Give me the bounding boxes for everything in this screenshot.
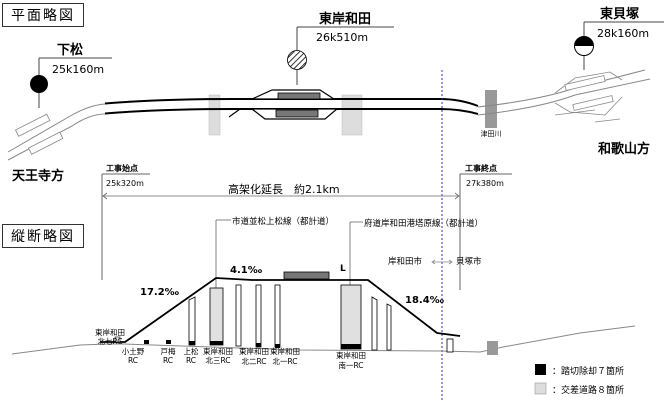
crossing-label: 東岸和田 — [239, 346, 269, 356]
gradient-label: 18.4‰ — [405, 295, 445, 306]
platform-outline — [564, 75, 606, 91]
double-arrow-icon — [431, 259, 453, 265]
crossing-road — [235, 284, 242, 347]
end-km: 27k380m — [466, 179, 504, 188]
road-band — [341, 94, 363, 136]
crossing-road — [274, 284, 281, 348]
start-km: 25k320m — [106, 179, 144, 188]
viaduct-profile — [100, 277, 461, 343]
crossing-label: 小土野 — [122, 346, 145, 356]
plan-view-title: 平面略図 — [2, 3, 84, 27]
crossing-label: RC — [186, 356, 196, 365]
crossover — [228, 108, 241, 118]
crossing-label: RC — [163, 356, 173, 365]
start-label: 工事始点 — [106, 163, 138, 173]
crossing-road — [386, 303, 392, 351]
road-label: 府道岸和田港塔原線（都計道） — [364, 218, 483, 229]
river-band — [485, 90, 497, 128]
crossing-label: 北三RC — [205, 356, 230, 365]
platform-outline — [14, 113, 51, 137]
crossing-road — [340, 284, 362, 350]
crossing-label: 東岸和田 — [336, 350, 366, 360]
crossing-removed — [275, 344, 280, 348]
station-symbol-filled-icon — [30, 75, 48, 93]
crossing-label: 戸梅 — [161, 346, 176, 356]
crossing-label: 北二RC — [241, 357, 266, 366]
profile-view-title: 縦断略図 — [2, 224, 84, 248]
legend-swatch-removed — [535, 364, 546, 375]
station-marker-label: L — [340, 264, 346, 274]
platform-building — [275, 109, 319, 118]
gradient-label: 4.1‰ — [230, 265, 263, 276]
legend-label: ：交差道路８箇所 — [552, 384, 624, 396]
crossing-removed — [166, 340, 171, 344]
station-building — [283, 271, 330, 280]
legend-label: ：踏切除却７箇所 — [552, 365, 624, 377]
track-gray-left — [7, 103, 106, 153]
direction-left: 天王寺方 — [12, 168, 64, 184]
crossing-label: 東岸和田 — [95, 327, 125, 337]
station-name: 東岸和田 — [319, 11, 371, 27]
track-gray-right — [477, 78, 651, 116]
crossing-label: 北七RC — [97, 337, 122, 346]
crossing-road — [114, 336, 121, 343]
crossing-label: 東岸和田 — [270, 346, 300, 356]
ground-line — [11, 325, 636, 355]
station-symbol-half-fill — [574, 36, 594, 46]
arrow-right-icon — [454, 192, 460, 200]
crossing-road — [209, 287, 224, 346]
track-gray-left — [7, 113, 106, 161]
crossing-road — [371, 296, 378, 351]
arrow-left-icon — [102, 192, 108, 200]
direction-right: 和歌山方 — [598, 141, 650, 157]
length-label: 高架化延長 約2.1km — [228, 182, 340, 196]
crossing-label: 南一RC — [338, 360, 363, 370]
siding — [554, 109, 596, 116]
elevated-track-up — [104, 98, 479, 107]
road-label: 市道並松上松線（都計道） — [232, 216, 334, 227]
crossing-removed — [256, 343, 261, 347]
boundary-left: 岸和田市 — [388, 256, 423, 267]
platform-building — [277, 92, 321, 100]
crossing-road — [188, 296, 196, 346]
road-band — [208, 94, 221, 136]
crossing-label: 北一RC — [272, 357, 297, 366]
station-km: 28k160m — [597, 27, 649, 40]
station-outline — [554, 96, 623, 116]
crossing-label: 東岸和田 — [203, 346, 233, 356]
elevated-track-down — [104, 108, 479, 115]
station-symbol-hatched-icon — [287, 50, 307, 70]
gradient-label: 17.2‰ — [140, 287, 180, 298]
boundary-right: 貝塚市 — [456, 256, 482, 267]
crossing-label: 上松 — [184, 346, 199, 356]
crossing-label: RC — [128, 356, 138, 365]
crossing-road — [255, 284, 262, 348]
crossing-road — [446, 338, 454, 353]
crossing-removed — [144, 340, 149, 344]
platform-outline — [572, 95, 614, 111]
station-name: 東貝塚 — [600, 6, 639, 22]
station-name: 下松 — [57, 42, 83, 58]
crossing-removed — [341, 344, 361, 349]
river-label: 津田川 — [481, 130, 502, 138]
station-km: 25k160m — [52, 63, 104, 76]
station-km: 26k510m — [316, 31, 368, 44]
platform-outline — [27, 131, 64, 155]
legend-swatch-road — [534, 382, 547, 395]
river-section — [487, 341, 498, 355]
end-label: 工事終点 — [465, 163, 497, 173]
crossing-removed — [189, 341, 195, 345]
crossing-removed — [210, 341, 223, 345]
siding — [594, 118, 621, 123]
